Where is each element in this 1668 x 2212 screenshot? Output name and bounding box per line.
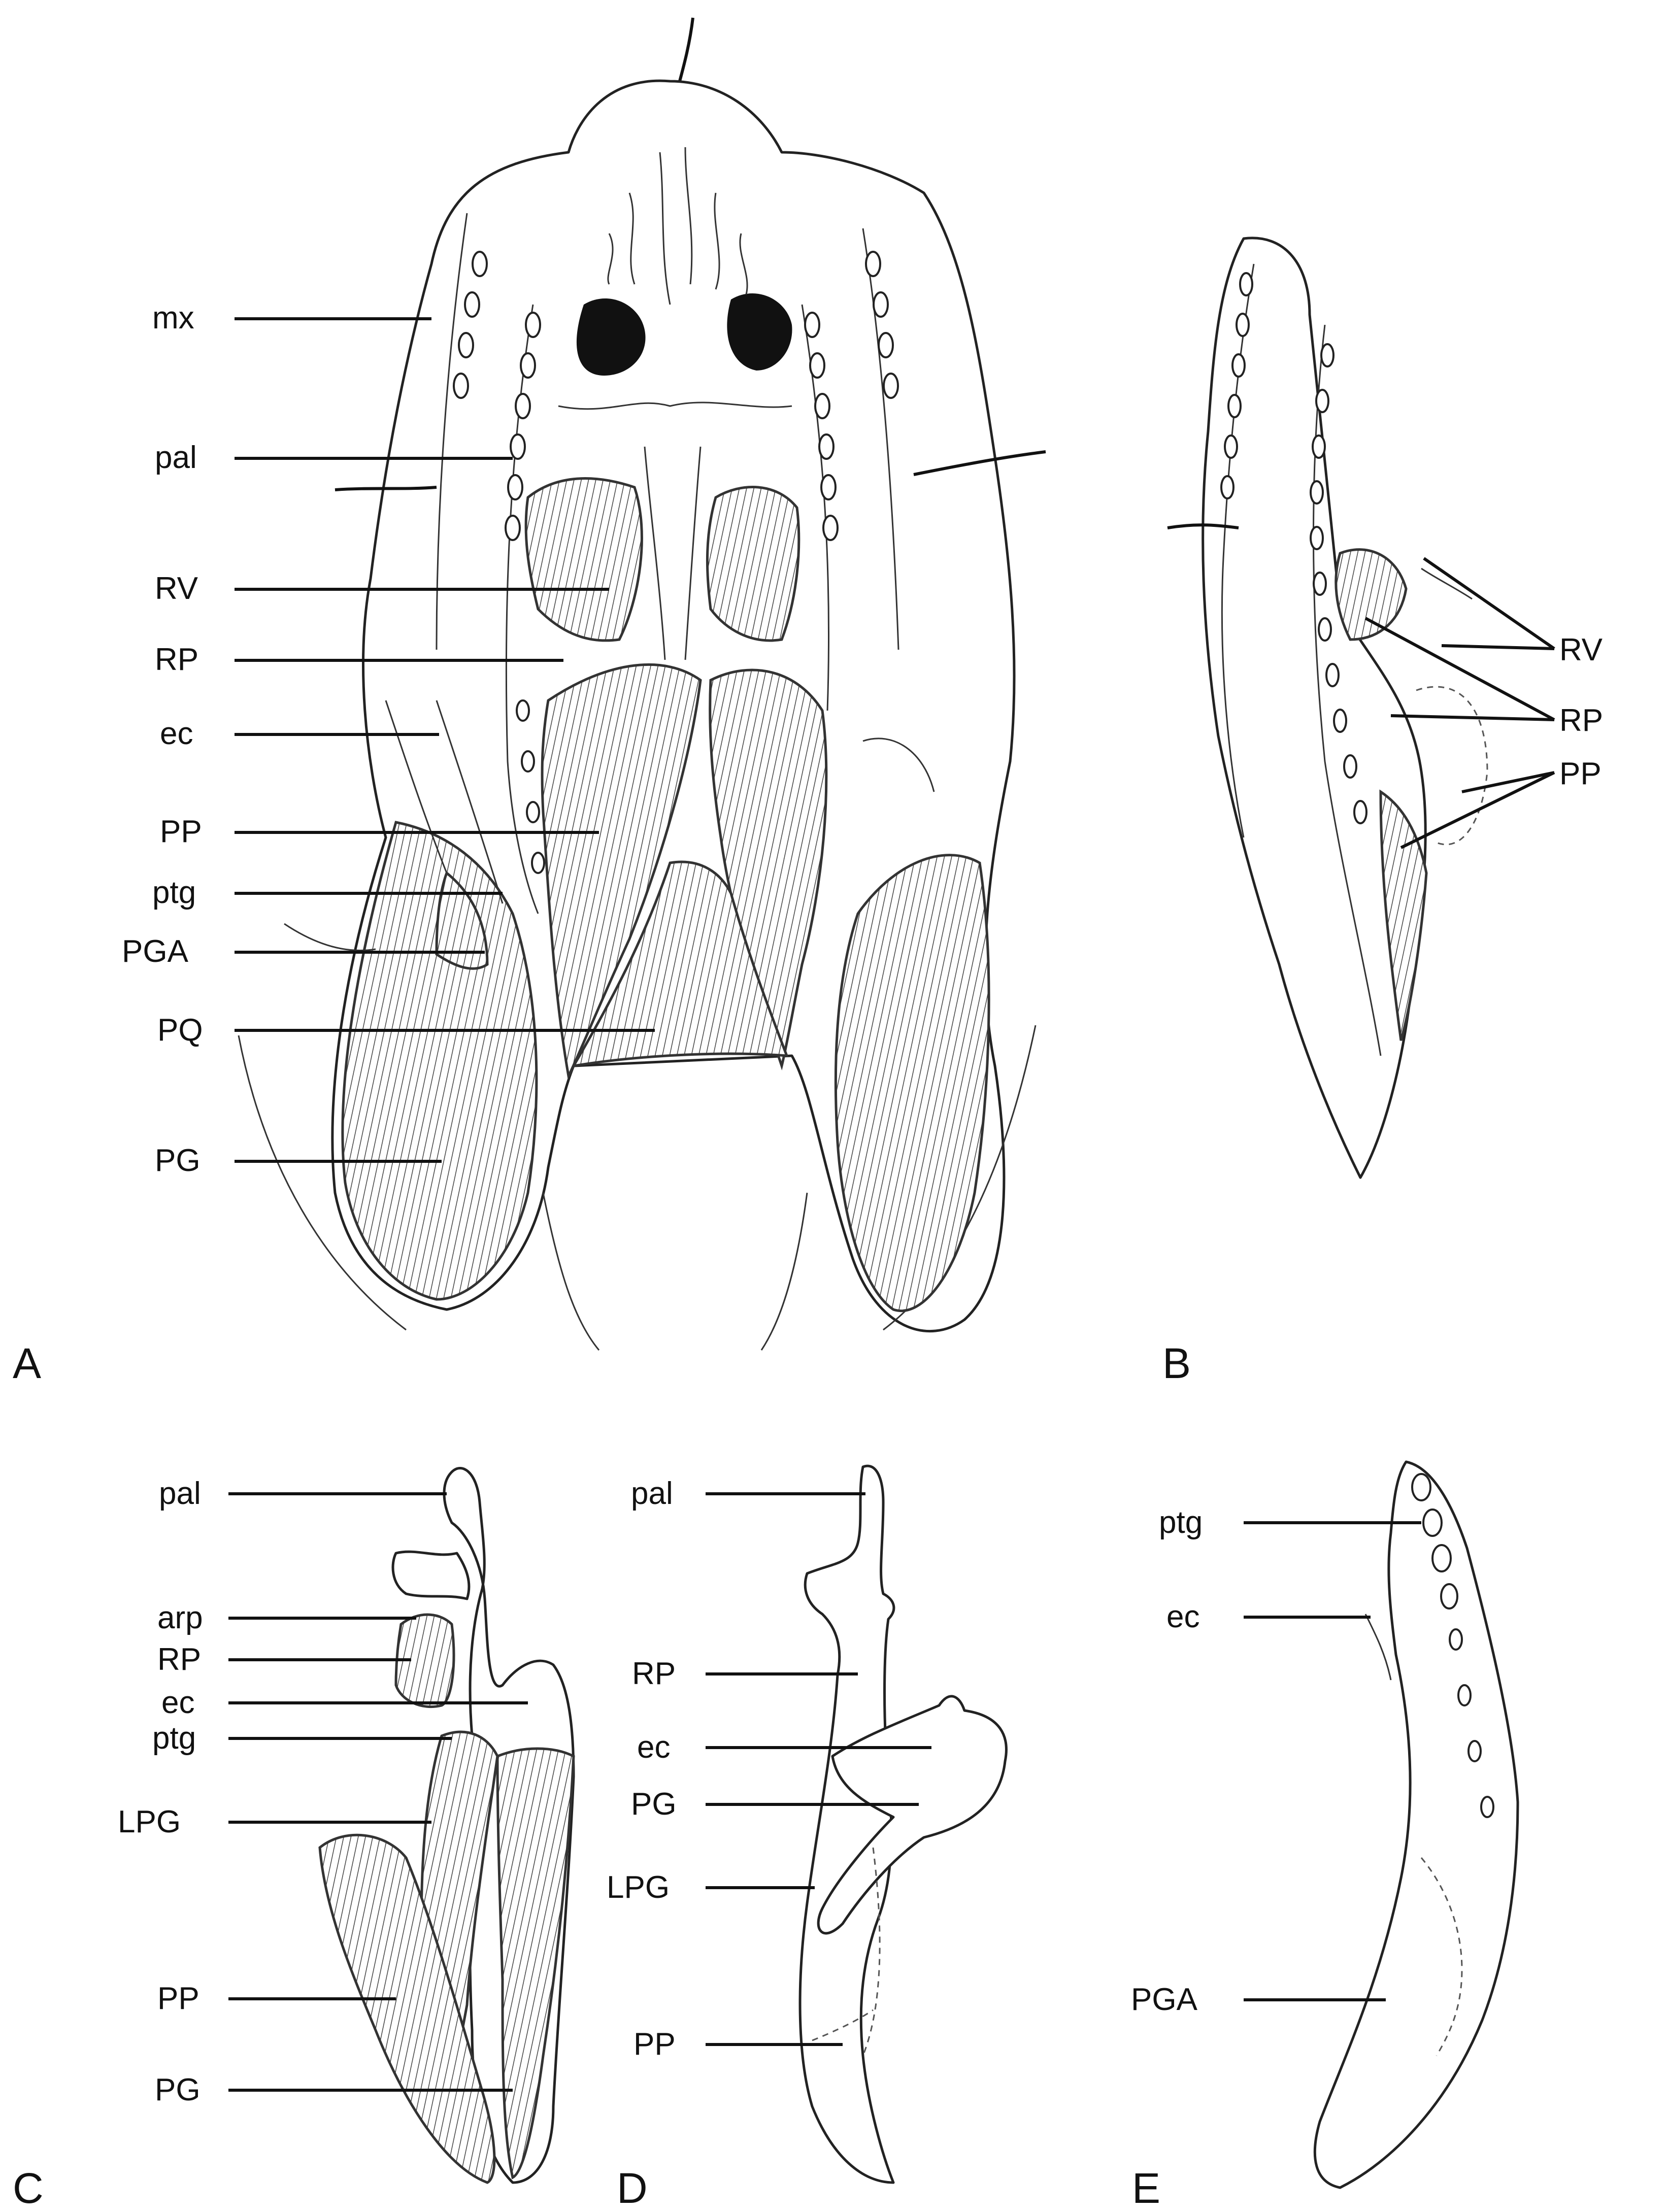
label-a-pg: PG	[155, 1143, 201, 1178]
panel-a-drawing	[238, 17, 1046, 1351]
label-c-pal: pal	[159, 1476, 201, 1511]
leader-b-pp-1	[1400, 771, 1555, 849]
panel-letter-d: D	[617, 2164, 648, 2212]
label-a-mx: mx	[152, 300, 194, 336]
label-e-pga: PGA	[1131, 1982, 1198, 2017]
label-b-rp: RP	[1559, 703, 1603, 738]
label-c-arp: arp	[157, 1600, 203, 1635]
label-a-pp: PP	[160, 814, 202, 849]
panel-letter-b: B	[1162, 1339, 1191, 1387]
label-d-rp: RP	[632, 1656, 676, 1691]
label-c-ec: ec	[161, 1685, 194, 1720]
label-a-pq: PQ	[157, 1013, 203, 1048]
label-d-pg: PG	[631, 1787, 677, 1822]
panel-b-labels: RV RP PP B	[1162, 557, 1603, 1387]
panel-letter-e: E	[1132, 2164, 1160, 2212]
leader-b-rv-1	[1423, 557, 1555, 650]
panel-e-labels: ptg ec PGA E	[1131, 1505, 1421, 2212]
label-c-ptg: ptg	[152, 1721, 196, 1756]
leader-b-rp-2	[1390, 714, 1555, 721]
label-c-lpg: LPG	[118, 1804, 181, 1839]
panel-letter-c: C	[13, 2164, 44, 2212]
leader-b-pp-2	[1461, 771, 1555, 793]
label-d-lpg: LPG	[607, 1870, 670, 1905]
panel-letter-a: A	[13, 1339, 41, 1387]
panel-c-drawing	[318, 1467, 575, 2184]
leader-b-rp-1	[1364, 617, 1555, 721]
label-d-pal: pal	[631, 1476, 673, 1511]
panel-a-labels: mx pal RV RP ec PP ptg PGA PQ PG A	[13, 300, 655, 1387]
label-d-ec: ec	[637, 1730, 670, 1765]
label-b-rv: RV	[1559, 632, 1603, 667]
label-a-ec: ec	[160, 716, 193, 751]
label-a-rp: RP	[155, 642, 198, 677]
label-e-ec: ec	[1166, 1599, 1199, 1634]
leader-b-rv-2	[1441, 644, 1555, 650]
label-a-pga: PGA	[122, 934, 189, 969]
label-d-pp: PP	[633, 2027, 676, 2062]
label-c-rp: RP	[157, 1642, 201, 1677]
label-b-pp: PP	[1559, 756, 1602, 791]
label-c-pp: PP	[157, 1981, 199, 2016]
panel-c-labels: pal arp RP ec ptg LPG PP PG C	[13, 1476, 528, 2212]
label-a-rv: RV	[155, 571, 198, 606]
label-a-ptg: ptg	[152, 875, 196, 910]
panel-e-drawing	[1313, 1460, 1519, 2189]
panel-d-drawing	[798, 1464, 1008, 2184]
panel-b-drawing	[1167, 237, 1488, 1179]
panel-d-labels: pal RP ec PG LPG PP D	[607, 1476, 931, 2212]
label-a-pal: pal	[155, 440, 197, 475]
label-c-pg: PG	[155, 2072, 201, 2107]
label-e-ptg: ptg	[1159, 1505, 1203, 1540]
